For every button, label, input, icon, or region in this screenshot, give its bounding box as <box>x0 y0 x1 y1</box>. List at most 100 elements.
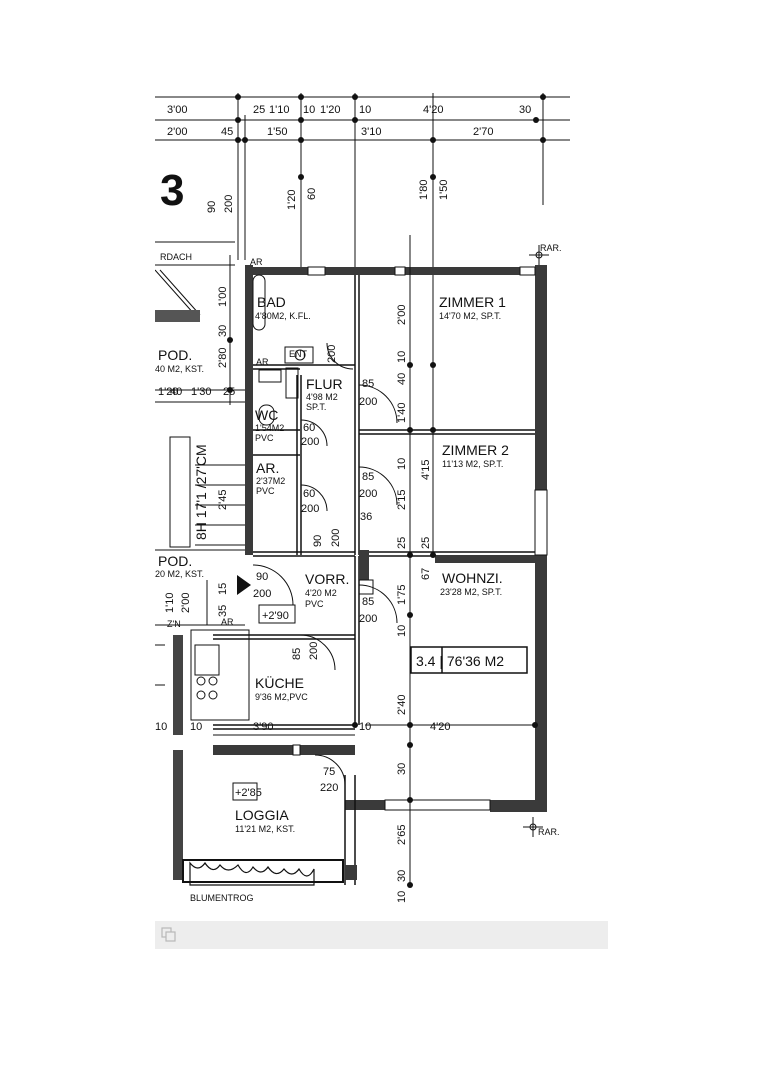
svg-text:85: 85 <box>362 596 374 608</box>
floor-plan-svg: 3'00 25 1'10 10 1'20 10 4'20 30 2'00 45 … <box>155 93 570 903</box>
svg-text:10: 10 <box>359 104 371 116</box>
svg-text:11'13 M2, SP.T.: 11'13 M2, SP.T. <box>442 459 503 469</box>
svg-text:10: 10 <box>396 625 408 637</box>
svg-text:2'80: 2'80 <box>217 348 229 368</box>
svg-text:1'20: 1'20 <box>286 190 298 210</box>
svg-text:LOGGIA: LOGGIA <box>235 807 289 823</box>
rar-marker-top: RAR. <box>529 243 562 265</box>
bathroom-fixtures <box>252 274 314 426</box>
svg-text:2'65: 2'65 <box>396 825 408 845</box>
svg-text:200: 200 <box>253 588 271 600</box>
svg-text:2'70: 2'70 <box>473 126 493 138</box>
svg-text:2'15: 2'15 <box>396 490 408 510</box>
svg-text:200: 200 <box>359 613 377 625</box>
svg-text:1'80: 1'80 <box>418 180 430 200</box>
svg-text:10: 10 <box>359 721 371 733</box>
top-dimension-labels: 3'00 25 1'10 10 1'20 10 4'20 30 2'00 45 … <box>167 104 531 213</box>
svg-text:2'00: 2'00 <box>180 593 192 613</box>
svg-text:3'90: 3'90 <box>253 721 273 733</box>
room-wc: WC 1'54M2 PVC <box>255 407 284 443</box>
stair-label: 8H 17'1 /27'CM <box>193 444 209 540</box>
floor-plan-image: 3'00 25 1'10 10 1'20 10 4'20 30 2'00 45 … <box>155 85 608 915</box>
unit-number: 3 <box>160 166 184 215</box>
svg-text:200: 200 <box>359 488 377 500</box>
svg-text:3'00: 3'00 <box>167 104 187 116</box>
dim-label: 1'20 <box>158 386 178 398</box>
svg-text:1'00: 1'00 <box>217 287 229 307</box>
ent-label: ENT <box>289 349 308 359</box>
svg-text:RAR.: RAR. <box>538 827 560 837</box>
svg-text:ZIMMER 2: ZIMMER 2 <box>442 442 509 458</box>
svg-text:KÜCHE: KÜCHE <box>255 674 304 691</box>
svg-text:RAR.: RAR. <box>540 243 562 253</box>
svg-text:60: 60 <box>306 188 318 200</box>
svg-text:200: 200 <box>326 345 338 363</box>
svg-text:30: 30 <box>396 870 408 882</box>
svg-text:14'70 M2, SP.T.: 14'70 M2, SP.T. <box>439 311 501 321</box>
svg-text:45: 45 <box>221 126 233 138</box>
svg-text:4'98 M2: 4'98 M2 <box>306 392 338 402</box>
top-dimension-dots <box>235 94 546 180</box>
room-kueche: KÜCHE 9'36 M2,PVC <box>255 674 308 702</box>
svg-text:SP.T.: SP.T. <box>306 402 326 412</box>
svg-text:AR.: AR. <box>256 460 279 476</box>
bad-ar-label: AR <box>256 357 269 367</box>
svg-text:1'10: 1'10 <box>269 104 289 116</box>
windows <box>292 266 548 811</box>
left-party-wall <box>173 635 183 735</box>
level-marker-loggia: +2'85 <box>232 782 262 801</box>
svg-text:1'54M2: 1'54M2 <box>255 423 284 433</box>
svg-text:PVC: PVC <box>255 433 274 443</box>
svg-text:25: 25 <box>253 104 265 116</box>
svg-text:67: 67 <box>420 568 432 580</box>
horizontal-dimension-labels: 3'90 10 4'20 10 10 <box>155 721 450 733</box>
svg-text:10: 10 <box>303 104 315 116</box>
vertical-dimension-dots <box>227 337 538 888</box>
room-info-pod-upper: 40 M2, KST. <box>155 364 204 374</box>
vertical-dimension-lines <box>206 235 535 885</box>
svg-text:85: 85 <box>362 378 374 390</box>
svg-text:ZIMMER 1: ZIMMER 1 <box>439 294 506 310</box>
image-viewer-toolbar <box>155 921 608 949</box>
shaft-cell <box>358 579 374 595</box>
svg-text:+2'85: +2'85 <box>235 787 262 799</box>
svg-text:4'20: 4'20 <box>430 721 450 733</box>
svg-text:FLUR: FLUR <box>306 376 343 392</box>
svg-text:40: 40 <box>396 373 408 385</box>
room-name-pod-lower: POD. <box>158 553 192 569</box>
room-zimmer-1: ZIMMER 1 14'70 M2, SP.T. <box>439 294 506 321</box>
svg-text:220: 220 <box>320 782 338 794</box>
copy-image-icon[interactable] <box>161 927 177 943</box>
svg-text:25: 25 <box>396 537 408 549</box>
room-flur: FLUR 4'98 M2 SP.T. <box>306 376 343 412</box>
svg-text:PVC: PVC <box>256 486 275 496</box>
interior-walls <box>213 275 535 885</box>
svg-text:10: 10 <box>396 458 408 470</box>
flower-box-label: BLUMENTROG <box>190 893 254 903</box>
svg-text:200: 200 <box>330 529 342 547</box>
svg-text:75: 75 <box>323 766 335 778</box>
svg-text:30: 30 <box>396 763 408 775</box>
svg-text:9'36 M2,PVC: 9'36 M2,PVC <box>255 692 308 702</box>
svg-text:1'50: 1'50 <box>267 126 287 138</box>
svg-text:200: 200 <box>359 396 377 408</box>
left-loggia-wall <box>173 750 183 880</box>
svg-text:11'21 M2, KST.: 11'21 M2, KST. <box>235 824 295 834</box>
room-info-pod-lower: 20 M2, KST. <box>155 569 204 579</box>
svg-text:1'75: 1'75 <box>396 585 408 605</box>
svg-text:60: 60 <box>303 488 315 500</box>
svg-text:1'40: 1'40 <box>396 403 408 423</box>
zn-label: Z'N <box>167 619 181 629</box>
svg-text:4'80M2, K.FL.: 4'80M2, K.FL. <box>255 311 311 321</box>
ar-marker-label: AR <box>250 257 263 267</box>
svg-text:85: 85 <box>291 648 303 660</box>
svg-text:90: 90 <box>256 571 268 583</box>
svg-text:25: 25 <box>420 537 432 549</box>
svg-text:200: 200 <box>301 436 319 448</box>
room-bad: BAD 4'80M2, K.FL. <box>255 294 311 321</box>
svg-text:2'00: 2'00 <box>396 305 408 325</box>
dim-label: 40 <box>170 386 182 398</box>
wohnzi-wall <box>435 555 535 563</box>
top-dimension-lines <box>155 93 570 285</box>
svg-text:10: 10 <box>190 721 202 733</box>
